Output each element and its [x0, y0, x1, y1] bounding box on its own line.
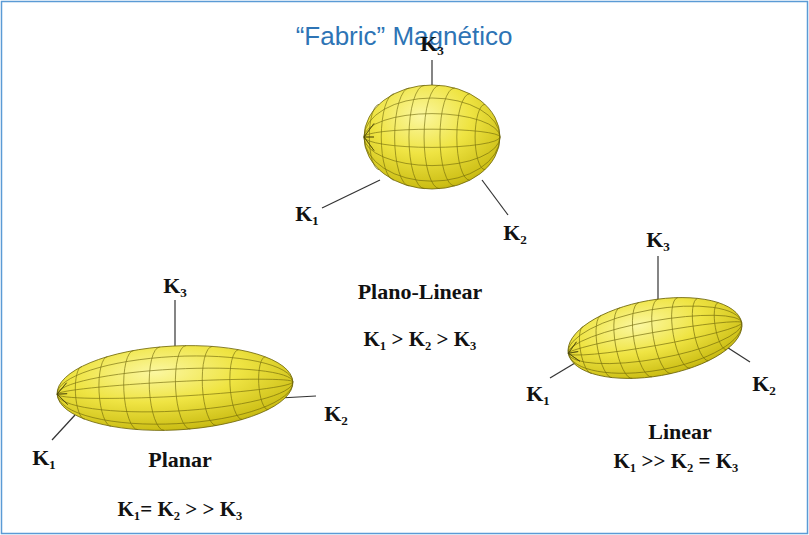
- formula: K₁ >> K₂ = K₃: [614, 450, 739, 473]
- formula: K₁= K₂ > > K₃: [118, 498, 243, 521]
- axis-label: K₁: [32, 446, 56, 470]
- axis-label: K₂: [503, 221, 527, 245]
- axis-label: K₃: [420, 32, 444, 56]
- shape-name: Linear: [648, 420, 712, 444]
- axis-label: K₃: [646, 228, 670, 252]
- axis-label: K₁: [526, 382, 550, 406]
- shape-name: Plano-Linear: [358, 280, 483, 304]
- axis-lines: [52, 60, 750, 440]
- axis-label: K₂: [752, 372, 776, 396]
- ellipsoid: [562, 285, 749, 390]
- ellipsoid: [364, 85, 500, 189]
- axis-label: K₃: [163, 274, 187, 298]
- ellipsoid: [55, 340, 295, 436]
- diagram-title: “Fabric” Magnético: [296, 22, 513, 51]
- axis-label: K₁: [295, 202, 319, 226]
- formula: K₁ > K₂ > K₃: [364, 328, 477, 351]
- shape-name: Planar: [148, 448, 212, 472]
- axis-label: K₂: [324, 402, 348, 426]
